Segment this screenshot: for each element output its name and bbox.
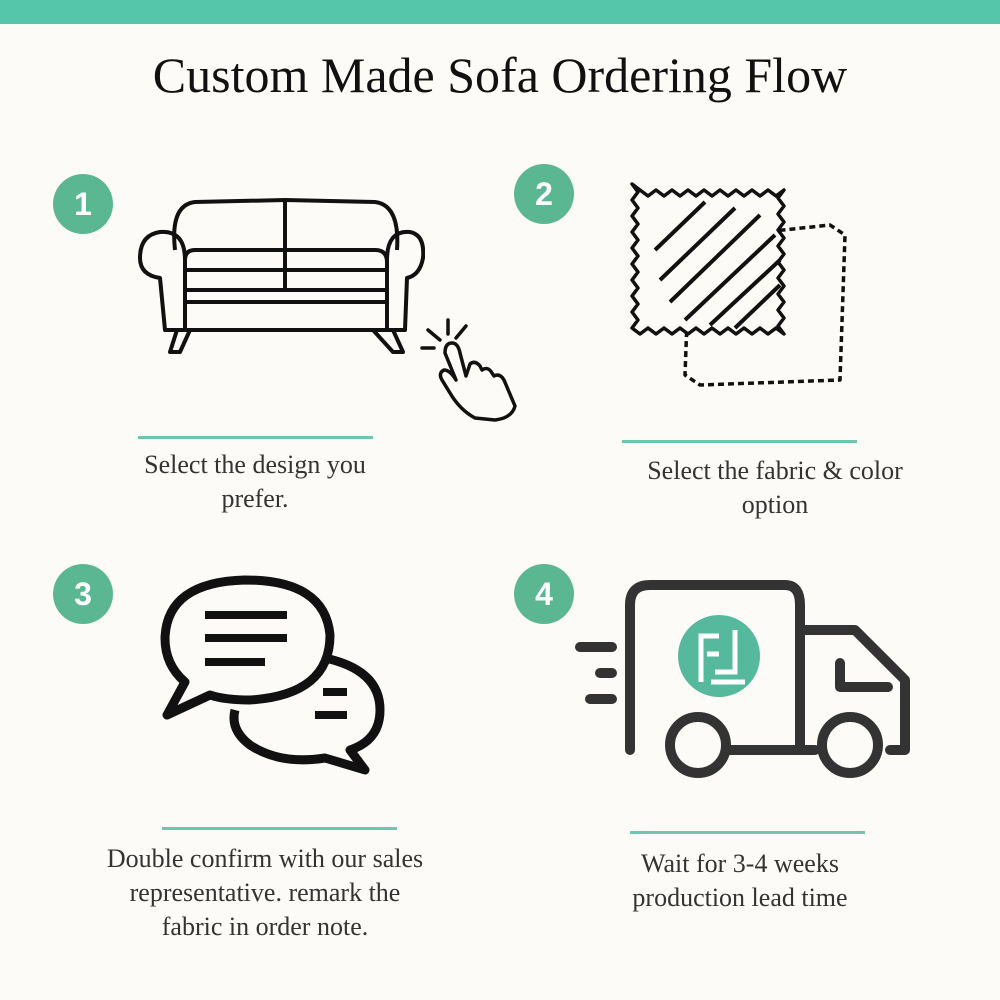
delivery-truck-icon [575,580,910,778]
sofa-icon [138,198,425,354]
caption-line: fabric in order note. [161,912,369,941]
caption-line: prefer. [221,484,289,513]
step-4-divider [630,831,865,834]
step-4-caption: Wait for 3-4 weeks production lead time [580,847,900,915]
top-accent-bar [0,0,1000,24]
caption-line: Select the design you [144,450,366,479]
step-1-divider [138,436,373,439]
chat-bubbles-icon [160,575,385,775]
step-3-badge: 3 [53,564,113,624]
step-1-badge: 1 [53,174,113,234]
caption-line: Double confirm with our sales [106,844,424,873]
caption-line: production lead time [632,883,848,912]
pointing-hand-icon [420,318,517,422]
step-2-badge: 2 [514,164,574,224]
step-4-badge: 4 [514,564,574,624]
fabric-swatch-icon [630,182,847,387]
caption-line: representative. remark the [129,878,401,907]
caption-line: Wait for 3-4 weeks [641,849,839,878]
step-2-divider [622,440,857,443]
brand-logo [678,615,760,697]
step-3-divider [162,827,397,830]
step-1-caption: Select the design you prefer. [100,448,410,516]
caption-line: Select the fabric & color [647,456,903,485]
step-2-caption: Select the fabric & color option [600,454,950,522]
page-title: Custom Made Sofa Ordering Flow [152,47,848,103]
caption-line: option [741,490,809,519]
step-3-caption: Double confirm with our sales representa… [60,842,470,944]
